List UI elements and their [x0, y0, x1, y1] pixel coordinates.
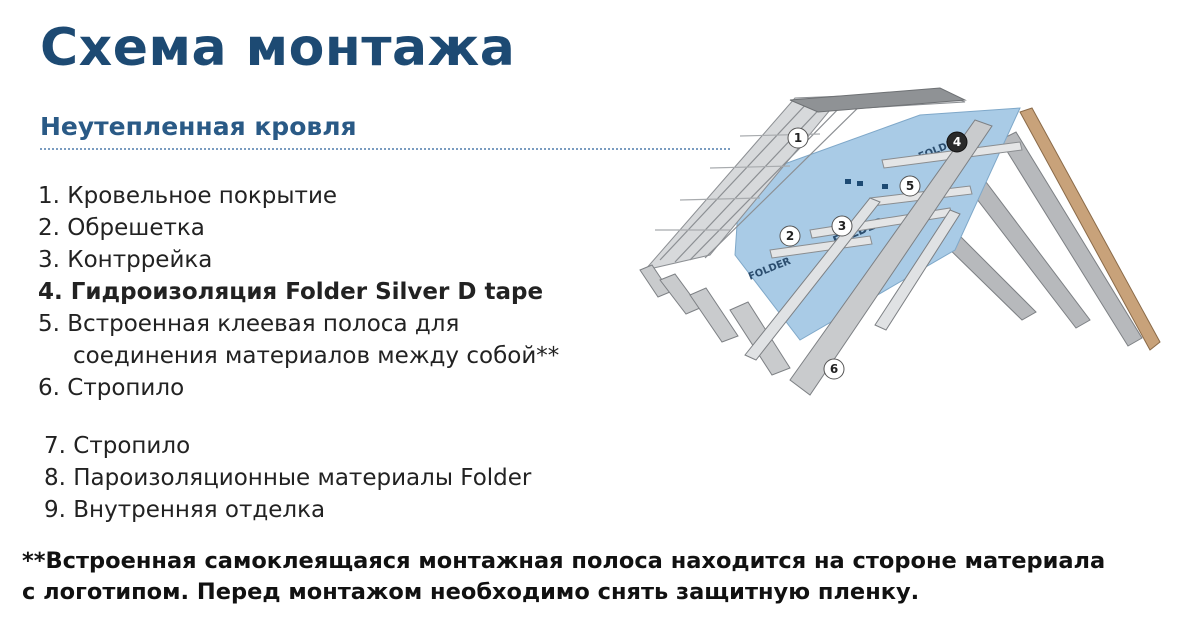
legend-list-2: 7. Стропило 8. Пароизоляционные материал…: [44, 430, 531, 526]
dotted-divider: [40, 148, 730, 150]
legend-item-5: 5. Встроенная клеевая полоса для: [38, 311, 460, 337]
legend-item-1: 1. Кровельное покрытие: [38, 183, 338, 209]
legend-item-5-continued: соединения материалов между собой**: [73, 343, 560, 369]
legend-item-8: 8. Пароизоляционные материалы Folder: [44, 465, 532, 491]
roof-diagram: FOLDER FOLDER FOLDER 1 2: [639, 87, 1161, 396]
roof-covering: [643, 91, 966, 271]
callout-1: 1: [787, 127, 809, 149]
svg-text:5: 5: [906, 179, 914, 193]
legend-item-4: 4. Гидроизоляция Folder Silver D tape: [38, 279, 544, 305]
rafter-left-3: [689, 287, 739, 343]
footnote-line-2: с логотипом. Перед монтажом необходимо с…: [22, 579, 920, 605]
svg-text:6: 6: [830, 362, 838, 376]
roof-covering-ribs: [655, 95, 871, 263]
counter-batten: [874, 209, 961, 331]
ridge-cap: [789, 87, 967, 113]
footnote-line-1: **Встроенная самоклеящаяся монтажная пол…: [22, 548, 1106, 574]
callout-2: 2: [779, 225, 801, 247]
svg-text:2: 2: [786, 229, 794, 243]
legend-item-9: 9. Внутренняя отделка: [44, 497, 326, 523]
legend-item-7: 7. Стропило: [44, 433, 191, 459]
callout-6: 6: [823, 358, 845, 380]
svg-text:4: 4: [953, 135, 961, 149]
legend-item-6: 6. Стропило: [38, 375, 185, 401]
right-gable-board: [1019, 107, 1161, 351]
svg-text:3: 3: [838, 219, 846, 233]
rafter-right-1: [999, 131, 1143, 347]
page-subtitle: Неутепленная кровля: [40, 112, 357, 141]
callout-5: 5: [899, 175, 921, 197]
rafter-left-6: [789, 119, 993, 396]
page-title: Схема монтажа: [40, 18, 516, 78]
footnote: **Встроенная самоклеящаяся монтажная пол…: [22, 546, 1182, 608]
legend-item-3: 3. Контррейка: [38, 247, 213, 273]
svg-text:1: 1: [794, 131, 802, 145]
counter-batten-2: [744, 197, 881, 361]
legend-list: 1. Кровельное покрытие 2. Обрешетка 3. К…: [38, 180, 559, 404]
legend-item-2: 2. Обрешетка: [38, 215, 205, 241]
callout-4: 4: [946, 131, 968, 153]
callout-3: 3: [831, 215, 853, 237]
